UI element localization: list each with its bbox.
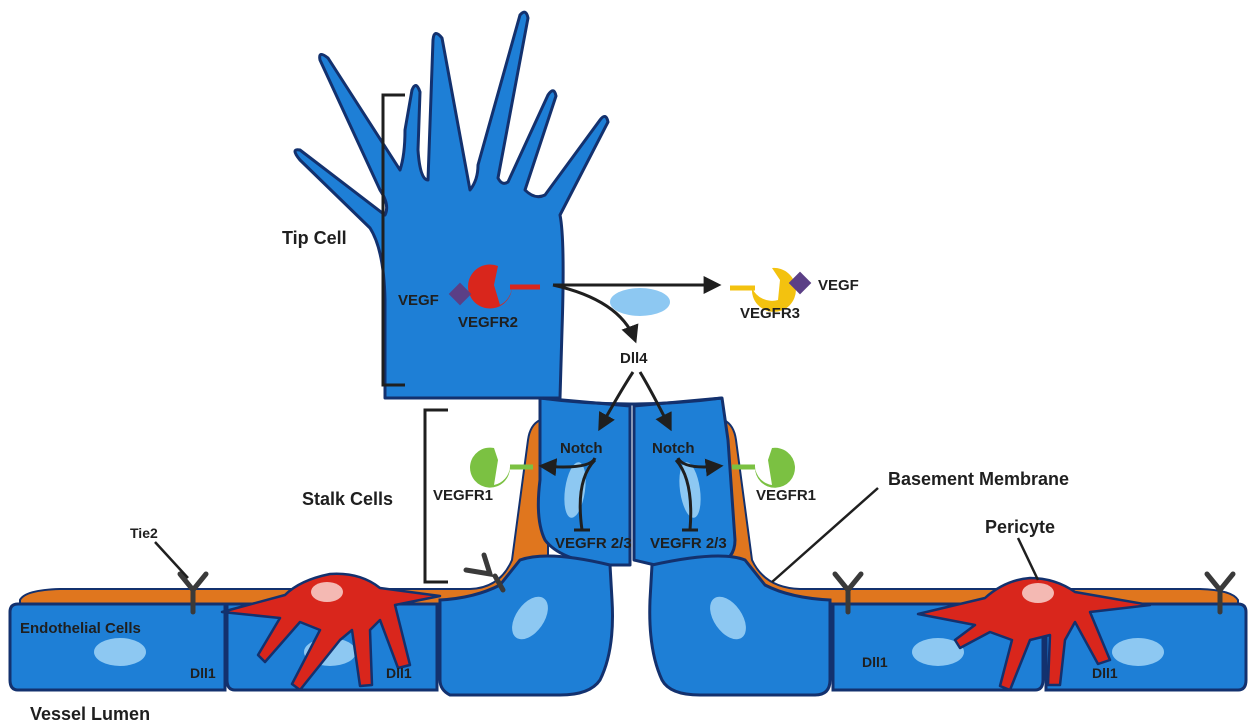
stalk-cells-label: Stalk Cells — [302, 489, 393, 509]
tip-cell-nucleus — [610, 288, 670, 316]
pericyte-pointer — [1018, 538, 1038, 580]
tie2-pointer — [155, 542, 188, 578]
tie2-label: Tie2 — [130, 525, 158, 541]
pericyte-label: Pericyte — [985, 517, 1055, 537]
vegfr2-label: VEGFR2 — [458, 314, 518, 331]
pericyte-left-nucleus — [311, 582, 343, 602]
endothelial-cells-label: Endothelial Cells — [20, 620, 141, 637]
tip-cell-label: Tip Cell — [282, 228, 347, 248]
vegfr1-right-label: VEGFR1 — [756, 487, 816, 504]
vegfr1-left-label: VEGFR1 — [433, 487, 493, 504]
basement-membrane-right — [716, 420, 1238, 606]
dll1-label-a: Dll1 — [190, 665, 216, 681]
vegf-right-label: VEGF — [818, 277, 859, 294]
vegfr23-right-label: VEGFR 2/3 — [650, 535, 727, 552]
vegf-left-label: VEGF — [398, 292, 439, 309]
dll4-label: Dll4 — [620, 350, 648, 367]
dll1-label-c: Dll1 — [862, 654, 888, 670]
nucleus-cell-6 — [1112, 638, 1164, 666]
pericyte-right-nucleus — [1022, 583, 1054, 603]
vessel-lumen-label: Vessel Lumen — [30, 704, 150, 724]
basement-membrane-left — [20, 420, 548, 606]
notch-left-label: Notch — [560, 440, 603, 457]
vegfr23-left-label: VEGFR 2/3 — [555, 535, 632, 552]
nucleus-cell-1 — [94, 638, 146, 666]
dll1-label-d: Dll1 — [1092, 665, 1118, 681]
tip-cell — [295, 12, 608, 398]
dll1-label-b: Dll1 — [386, 665, 412, 681]
tie2-receptor-4 — [466, 555, 503, 590]
notch-right-label: Notch — [652, 440, 695, 457]
vegfr3-label: VEGFR3 — [740, 305, 800, 322]
basement-membrane-label: Basement Membrane — [888, 469, 1069, 489]
